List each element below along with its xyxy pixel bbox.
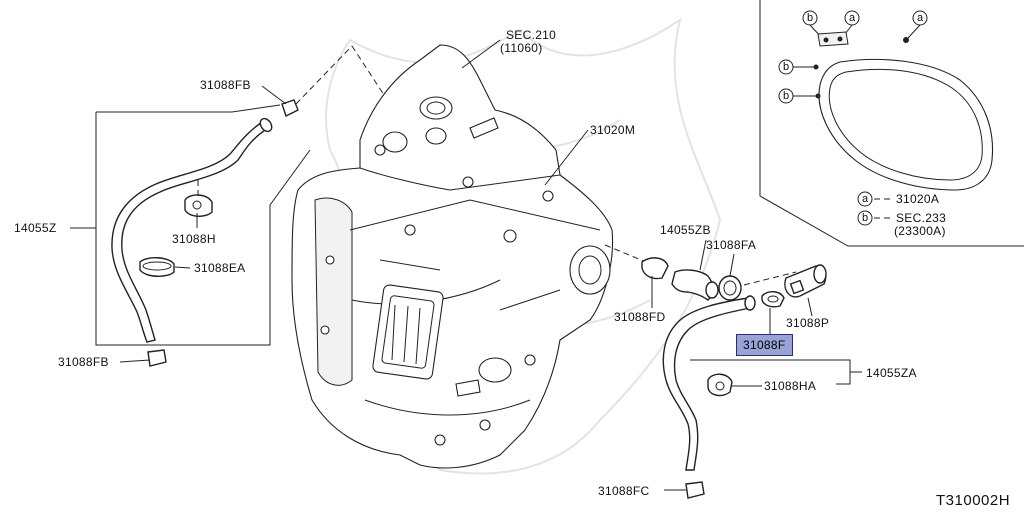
highlighted-part-callout[interactable]: 31088F — [736, 334, 793, 356]
transaxle-body — [291, 44, 797, 469]
legend-a-code[interactable]: 31020A — [896, 192, 940, 206]
inset-marker-a-text: a — [917, 12, 924, 24]
label-31088HA[interactable]: 31088HA — [764, 379, 817, 393]
inset-marker-b-text: b — [783, 61, 790, 73]
right-hose-assembly — [641, 239, 862, 499]
label-14055ZA[interactable]: 14055ZA — [866, 366, 917, 380]
legend-b-sub: (23300A) — [894, 224, 946, 238]
label-31088H[interactable]: 31088H — [172, 232, 216, 246]
clip-31088FD — [641, 257, 669, 280]
label-31088FB-bottom[interactable]: 31088FB — [58, 355, 109, 369]
label-31088FD[interactable]: 31088FD — [614, 310, 666, 324]
label-31088FB-top[interactable]: 31088FB — [200, 78, 251, 92]
label-31088FC[interactable]: 31088FC — [598, 484, 650, 498]
label-sec210-sub: (11060) — [500, 41, 543, 55]
clip-31088FC — [685, 481, 705, 499]
legend-b-code[interactable]: SEC.233 — [896, 211, 947, 225]
label-sec210[interactable]: SEC.210 — [506, 28, 557, 42]
legend-marker-b-text: b — [862, 212, 869, 224]
marker-a-icon — [857, 191, 873, 207]
label-31020M[interactable]: 31020M — [590, 123, 636, 137]
label-31088FA[interactable]: 31088FA — [706, 238, 757, 252]
label-31088EA[interactable]: 31088EA — [194, 261, 246, 275]
inset-marker-a-text: a — [849, 12, 856, 24]
label-31088P[interactable]: 31088P — [786, 316, 830, 330]
clamp-31088EA — [139, 257, 175, 277]
clamp-31088HA — [707, 373, 733, 397]
legend-marker-a-text: a — [862, 193, 869, 205]
label-14055ZB[interactable]: 14055ZB — [660, 223, 711, 237]
clamp-31088F — [761, 291, 785, 308]
marker-b-icon — [857, 210, 873, 226]
clamp-31088H — [184, 194, 213, 217]
inset-marker-b-text: b — [783, 90, 790, 102]
left-hose-assembly — [70, 45, 387, 367]
clamp-31088FA — [718, 275, 742, 301]
diagram-code: T310002H — [936, 492, 1011, 509]
gasket-inset — [759, 0, 1024, 247]
inset-marker-b-text: b — [807, 12, 814, 24]
connector-31088P — [784, 264, 827, 298]
label-14055Z[interactable]: 14055Z — [14, 221, 57, 235]
clip-31088FB-bottom — [147, 349, 167, 367]
oil-cooler — [372, 284, 444, 380]
